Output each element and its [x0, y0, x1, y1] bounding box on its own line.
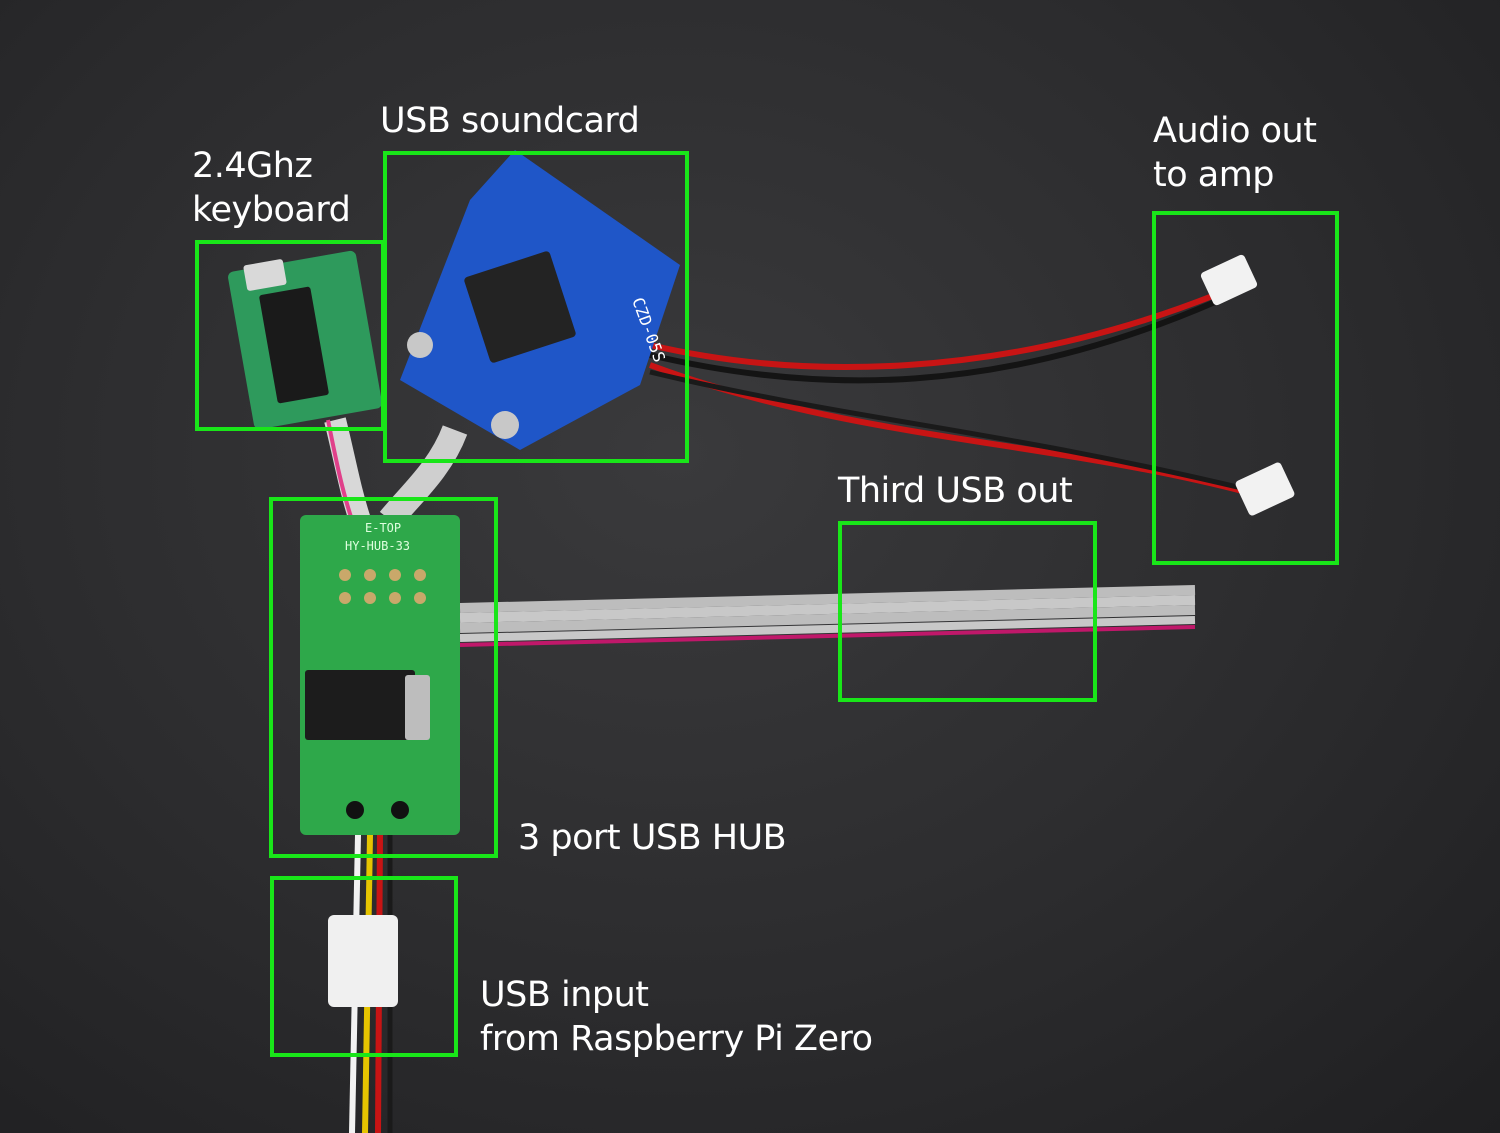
third-usb-highlight-box: [838, 521, 1097, 702]
usb-input-highlight-box: [270, 876, 458, 1057]
keyboard-module: [228, 250, 382, 430]
soundcard-highlight-box: [383, 151, 689, 463]
audio-wires: [648, 292, 1251, 496]
hub-label: 3 port USB HUB: [518, 818, 787, 858]
keyboard-label: 2.4Ghz keyboard: [192, 146, 351, 230]
hub-module: E-TOP HY-HUB-33: [300, 515, 460, 835]
audio-out-label: Audio out to amp: [1153, 111, 1317, 195]
third-usb-ribbon: [459, 585, 1196, 647]
audio-out-highlight-box: [1152, 211, 1339, 565]
hub-highlight-box: [269, 497, 498, 858]
usb-input-cable: [328, 834, 398, 1133]
usb-input-label: USB input from Raspberry Pi Zero: [480, 975, 873, 1059]
hub-pcb-marking-top: E-TOP: [365, 521, 401, 535]
hub-pcb-marking-model: HY-HUB-33: [345, 539, 410, 553]
soundcard-label: USB soundcard: [380, 101, 640, 141]
third-usb-label: Third USB out: [838, 471, 1073, 511]
audio-connectors: [1200, 254, 1295, 516]
soundcard-ribbon-cable: [379, 425, 468, 529]
keyboard-ribbon-cable: [324, 417, 371, 524]
soundcard-module: CZD-05S: [400, 150, 680, 450]
keyboard-highlight-box: [195, 240, 385, 431]
